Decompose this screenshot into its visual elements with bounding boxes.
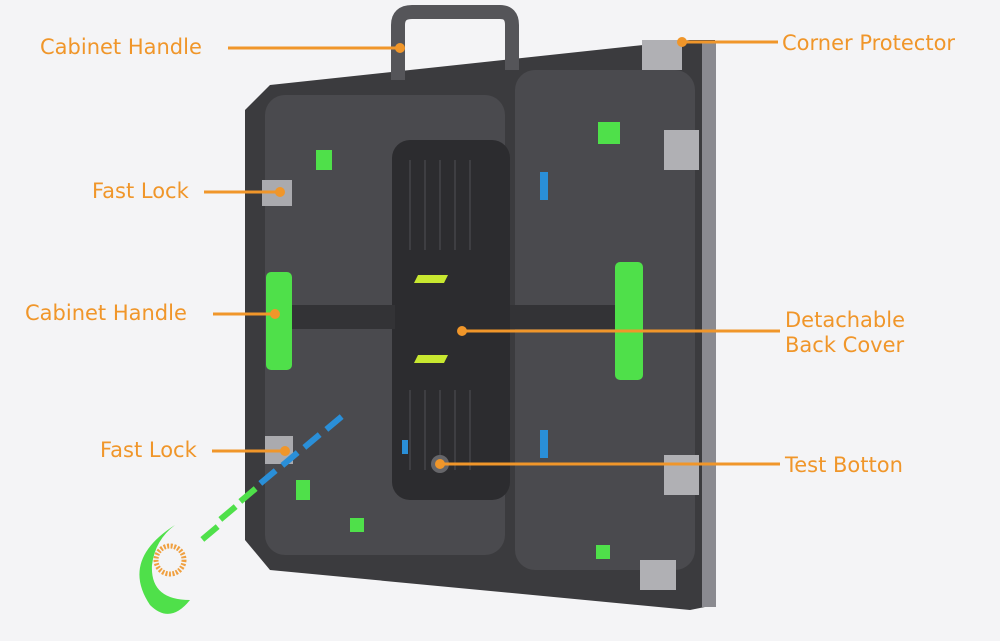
label-line: Back Cover [785, 333, 905, 357]
top-handle [391, 5, 519, 80]
label-test-button: Test Botton [785, 453, 903, 477]
led-cabinet [245, 5, 716, 610]
label-cabinet-handle-side: Cabinet Handle [25, 301, 187, 325]
back-cover [392, 140, 510, 500]
leader-lines [204, 37, 780, 469]
label-corner-protector: Corner Protector [782, 31, 956, 55]
label-fast-lock-top: Fast Lock [92, 179, 189, 203]
label-fast-lock-bottom: Fast Lock [100, 438, 197, 462]
side-handle-right [615, 262, 643, 380]
label-line: Detachable [785, 308, 906, 332]
label-detachable-back-cover: Detachable Back Cover [785, 308, 905, 358]
brand-logo [139, 414, 344, 614]
side-handle-left [266, 272, 292, 370]
label-cabinet-handle-top: Cabinet Handle [40, 35, 202, 59]
corner-protector [642, 40, 682, 70]
